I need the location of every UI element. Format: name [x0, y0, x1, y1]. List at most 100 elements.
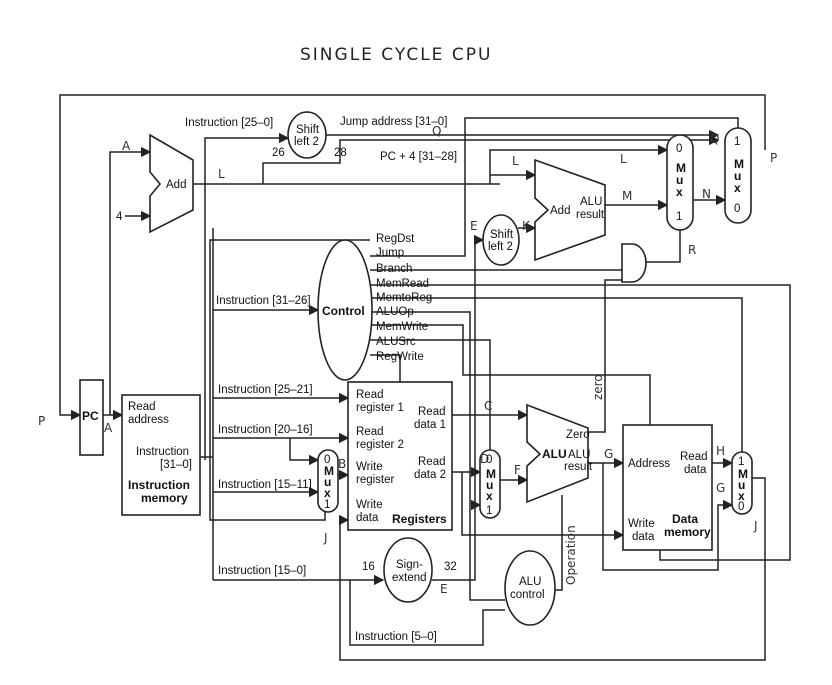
memtoreg-mux-in0: 0	[738, 501, 744, 513]
wire-zero-to-and	[588, 279, 622, 433]
regdst-mux-in0: 0	[324, 454, 330, 466]
alusrc-mux-letters: M u x	[486, 467, 499, 503]
label-pc4-31-28: PC + 4 [31–28]	[380, 151, 457, 163]
pc-label: PC	[82, 409, 99, 423]
branch-mux	[666, 134, 694, 231]
wire-memtoreg	[370, 297, 743, 452]
wire-alu-operation	[555, 495, 563, 591]
and-gate	[621, 243, 647, 283]
signal-aluop: ALUOp	[376, 306, 414, 318]
alu-zero: Zero	[566, 429, 590, 441]
label-bits-32: 32	[444, 561, 457, 573]
dmem-write-data: Write data	[628, 518, 658, 543]
signal-branch: Branch	[376, 263, 412, 275]
imem-instruction: Instruction [31–0]	[136, 446, 192, 471]
label-jump-address: Jump address [31–0]	[340, 116, 447, 128]
wire-pc-to-add	[109, 146, 152, 415]
reg-read-register-1: Read register 1	[356, 389, 404, 414]
alusrc-mux	[479, 449, 501, 519]
hand-E-shift: E	[470, 219, 478, 233]
signal-regdst: RegDst	[376, 233, 415, 245]
hand-L-mux: L	[620, 152, 627, 166]
wire-regwrite	[370, 354, 401, 382]
hand-K: K	[522, 219, 531, 233]
alu-result-label: ALU result	[564, 449, 594, 473]
jump-mux-letters: M u x	[734, 157, 747, 195]
label-bits-16: 16	[362, 561, 375, 573]
branch-adder-result: ALU result	[576, 196, 606, 221]
hand-R: R	[688, 243, 696, 257]
dmem-address: Address	[628, 458, 670, 470]
sign-extend-label: Sign- extend	[392, 559, 427, 584]
hand-G-mux: G	[716, 481, 725, 495]
wire-pc4-bits	[262, 134, 720, 184]
hand-J-left: J	[323, 531, 328, 545]
hand-N: N	[702, 187, 711, 201]
wire-memread	[370, 284, 791, 561]
hand-operation: Operation	[564, 525, 578, 585]
hand-B: B	[338, 457, 346, 471]
branch-mux-letters: M u x	[676, 161, 689, 199]
wire-jump-ctrl	[370, 117, 739, 257]
alu-label: ALU	[542, 447, 567, 461]
hand-L-branch: L	[512, 154, 519, 168]
diagram-title: SINGLE CYCLE CPU	[300, 45, 492, 65]
reg-name: Registers	[392, 512, 447, 526]
wire-labels: Instruction [25–0] Jump address [31–0] P…	[185, 116, 457, 643]
dmem-name: Data memory	[664, 512, 711, 539]
hand-zero: zero	[591, 374, 605, 400]
branch-adder-label: Add	[550, 205, 570, 217]
register-file	[347, 381, 453, 531]
hand-E-sign: E	[440, 582, 448, 596]
reg-write-data: Write data	[356, 499, 386, 524]
regdst-mux-letters: M u x	[324, 464, 337, 500]
alu-control-label: ALU control	[510, 576, 545, 601]
wire-regdst	[209, 239, 370, 521]
signal-regwrite: RegWrite	[376, 351, 424, 363]
wire-aluop	[370, 311, 505, 601]
wire-pc4-to-branch-add	[489, 169, 537, 184]
hand-H: H	[716, 444, 725, 458]
label-bits-26: 26	[272, 147, 285, 159]
hand-P-left: P	[38, 414, 45, 428]
alu-control	[504, 550, 556, 626]
wire-writeback	[338, 477, 766, 661]
reg-read-register-2: Read register 2	[356, 426, 404, 451]
label-bits-28: 28	[334, 147, 347, 159]
regdst-mux-in1: 1	[324, 499, 330, 511]
hand-A-bottom: A	[104, 421, 113, 435]
branch-mux-in0: 0	[676, 143, 682, 155]
shift-left-2-branch	[482, 214, 520, 266]
branch-adder	[534, 158, 606, 262]
dmem-read-data: Read data	[680, 451, 711, 476]
alusrc-mux-in1: 1	[486, 505, 492, 517]
instruction-memory	[121, 394, 201, 516]
wire-and-to-mux	[646, 228, 681, 263]
hand-J-right: J	[753, 519, 758, 533]
label-instruction-15-0: Instruction [15–0]	[218, 565, 306, 577]
pc-register	[79, 379, 104, 456]
signal-memwrite: MemWrite	[376, 321, 428, 333]
jump-mux	[724, 127, 752, 224]
imem-name: Instruction memory	[128, 478, 193, 505]
label-instruction-25-21: Instruction [25–21]	[218, 384, 313, 396]
data-memory	[622, 424, 713, 551]
label-instruction-25-0: Instruction [25–0]	[185, 117, 273, 129]
signal-memtoreg: MemtoReg	[376, 292, 432, 304]
handwritten-annotations: A A P P L L L M N Q Q R E E K B C D F G …	[38, 124, 777, 596]
wire-alusrc	[370, 339, 491, 450]
hand-D: D	[480, 452, 489, 466]
pc-adder	[149, 133, 194, 234]
shift-left-2-branch-label: Shift left 2	[488, 229, 516, 253]
reg-read-data-2: Read data 2	[414, 456, 449, 481]
reg-write-register: Write register	[356, 461, 395, 486]
hand-P-right: P	[770, 151, 777, 165]
control-label: Control	[322, 304, 365, 318]
hand-F: F	[514, 463, 521, 477]
wire-jump-loop	[59, 94, 766, 421]
pc-adder-label: Add	[166, 179, 186, 191]
shift-left-2-jump	[287, 111, 327, 159]
hand-Q-mux: Q	[710, 132, 719, 146]
wire-sign-extend-out	[432, 499, 482, 581]
